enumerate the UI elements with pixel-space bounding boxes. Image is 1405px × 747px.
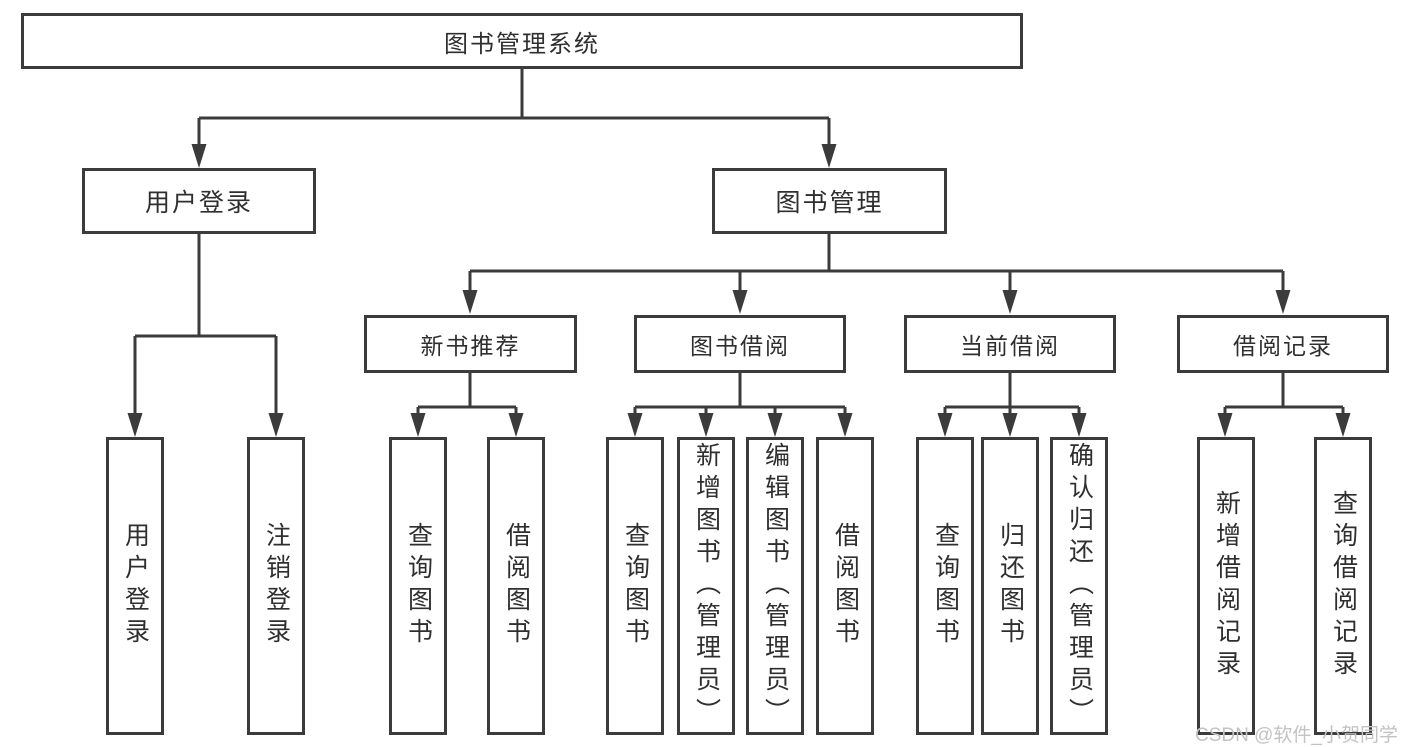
leaf-edit-books-admin-label: 编辑图书（管理员） — [761, 442, 790, 730]
leaf-query-borrow-record: 查询借阅记录 — [1314, 437, 1372, 735]
leaf-borrow-books-borrowing-label: 借阅图书 — [831, 522, 860, 650]
leaf-logout-login: 注销登录 — [247, 437, 305, 735]
leaf-query-books-recommend-label: 查询图书 — [404, 522, 433, 650]
node-book-management: 图书管理 — [712, 168, 947, 234]
leaf-add-borrow-record: 新增借阅记录 — [1197, 437, 1255, 735]
leaf-borrow-books-recommend-label: 借阅图书 — [502, 522, 531, 650]
leaf-edit-books-admin: 编辑图书（管理员） — [746, 437, 804, 735]
leaf-query-books-current-label: 查询图书 — [931, 522, 960, 650]
node-current-borrowing: 当前借阅 — [904, 315, 1116, 373]
connector-arrowheads — [127, 144, 1351, 437]
leaf-query-books-borrowing-label: 查询图书 — [621, 522, 650, 650]
leaf-add-borrow-record-label: 新增借阅记录 — [1212, 490, 1241, 682]
csdn-watermark: CSDN @软件_小贺同学 — [1195, 725, 1398, 746]
leaf-return-books-label: 归还图书 — [996, 522, 1025, 650]
node-borrowing-records: 借阅记录 — [1177, 315, 1389, 373]
leaf-return-books: 归还图书 — [981, 437, 1039, 735]
leaf-query-borrow-record-label: 查询借阅记录 — [1329, 490, 1358, 682]
node-book-borrowing: 图书借阅 — [634, 315, 846, 373]
node-new-book-recommend: 新书推荐 — [364, 315, 577, 373]
leaf-borrow-books-recommend: 借阅图书 — [487, 437, 545, 735]
leaf-add-books-admin: 新增图书（管理员） — [677, 437, 735, 735]
leaf-borrow-books-borrowing: 借阅图书 — [816, 437, 874, 735]
leaf-logout-login-label: 注销登录 — [262, 522, 291, 650]
leaf-query-books-current: 查询图书 — [916, 437, 974, 735]
leaf-add-books-admin-label: 新增图书（管理员） — [692, 442, 721, 730]
node-user-login: 用户登录 — [82, 168, 316, 234]
leaf-user-login: 用户登录 — [106, 437, 164, 735]
leaf-confirm-return-admin: 确认归还（管理员） — [1050, 437, 1108, 735]
leaf-query-books-recommend: 查询图书 — [389, 437, 447, 735]
leaf-query-books-borrowing: 查询图书 — [606, 437, 664, 735]
node-library-management-system: 图书管理系统 — [21, 13, 1023, 69]
leaf-confirm-return-admin-label: 确认归还（管理员） — [1065, 442, 1094, 730]
leaf-user-login-label: 用户登录 — [121, 522, 150, 650]
